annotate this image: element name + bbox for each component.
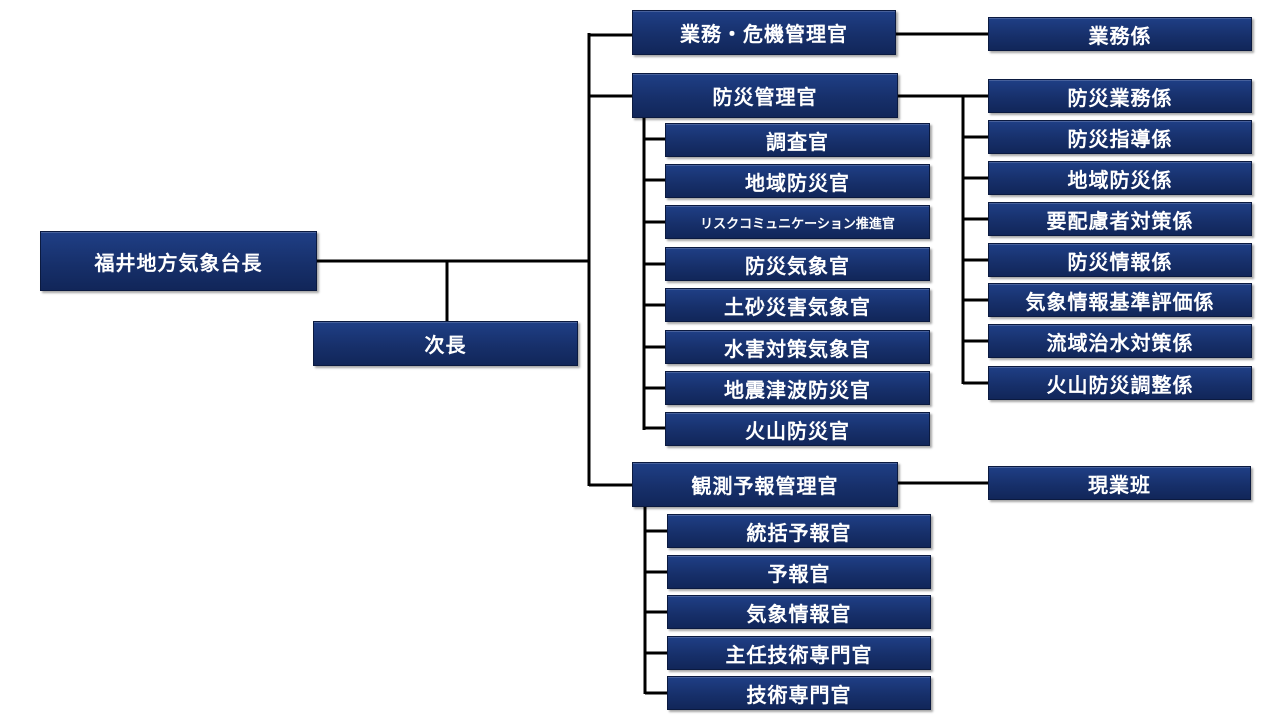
bousai-section-box: 防災指導係 [988, 120, 1252, 154]
bousai-officer-box: 土砂災害気象官 [665, 288, 930, 322]
kansoku-officer-box: 気象情報官 [667, 595, 931, 629]
bousai-officer-box: 防災気象官 [665, 247, 930, 281]
kansoku-officer-box: 主任技術専門官 [667, 636, 931, 670]
bousai-section-box: 防災業務係 [988, 79, 1252, 113]
bousai-section-box: 防災情報係 [988, 243, 1252, 277]
bousai-officer-box: 地域防災官 [665, 164, 930, 198]
gyomu-manager-box: 業務・危機管理官 [632, 10, 896, 55]
bousai-officer-box: リスクコミュニケーション推進官 [665, 205, 930, 239]
kansoku-manager-box: 観測予報管理官 [632, 462, 898, 507]
kansoku-section-box: 現業班 [988, 466, 1251, 500]
bousai-manager-box: 防災管理官 [632, 73, 898, 118]
bousai-section-box: 地域防災係 [988, 161, 1252, 195]
bousai-section-box: 火山防災調整係 [988, 366, 1252, 400]
kansoku-officer-box: 予報官 [667, 555, 931, 589]
bousai-officer-box: 調査官 [665, 123, 930, 157]
kansoku-officer-box: 技術専門官 [667, 676, 931, 710]
bousai-officer-box: 火山防災官 [665, 412, 930, 446]
deputy-box: 次長 [313, 321, 578, 366]
bousai-section-box: 気象情報基準評価係 [988, 283, 1252, 317]
kansoku-officer-box: 統括予報官 [667, 514, 931, 548]
bousai-officer-box: 地震津波防災官 [665, 371, 930, 405]
bousai-section-box: 要配慮者対策係 [988, 202, 1252, 236]
bousai-officer-box: 水害対策気象官 [665, 330, 930, 364]
director-box: 福井地方気象台長 [40, 231, 317, 291]
bousai-section-box: 流域治水対策係 [988, 324, 1252, 358]
gyomu-section-box: 業務係 [988, 17, 1252, 51]
